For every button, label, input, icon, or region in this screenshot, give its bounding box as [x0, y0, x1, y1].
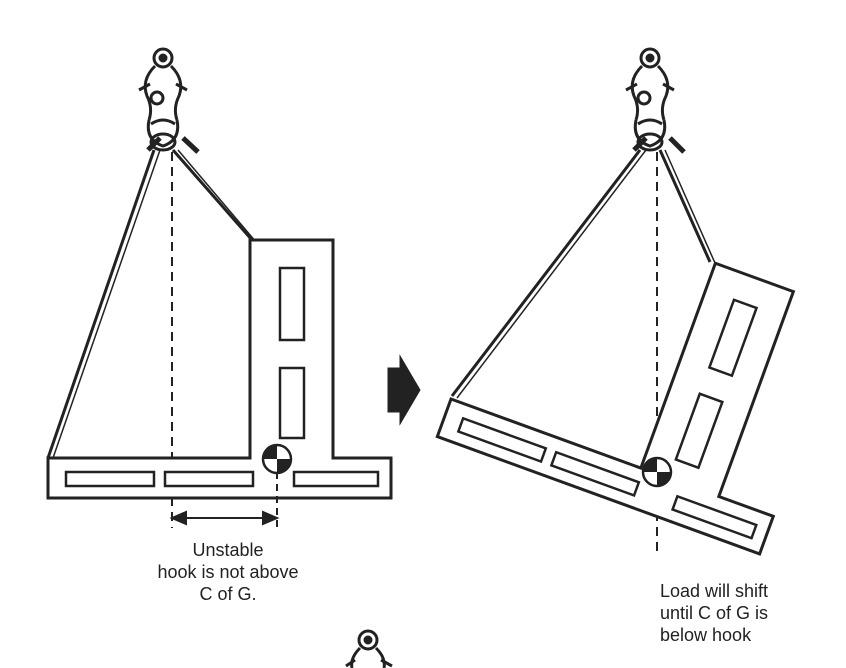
right-diagram — [435, 47, 796, 556]
partial-shackle-icon — [345, 629, 393, 668]
center-of-gravity-icon — [261, 443, 293, 475]
caption-line: below hook — [660, 625, 752, 645]
caption-line: hook is not above — [157, 562, 299, 582]
unstable-caption: Unstable hook is not above C of G. — [128, 539, 328, 605]
left-slings — [46, 136, 257, 459]
caption-line: C of G. — [199, 584, 257, 604]
right-load-slots — [456, 298, 759, 540]
left-load-slots — [64, 266, 380, 488]
caption-line: Load will shift — [660, 581, 769, 601]
shift-caption: Load will shift until C of G is below ho… — [660, 580, 840, 646]
right-load-outline — [435, 261, 796, 556]
arrow-right-icon — [387, 354, 421, 426]
left-diagram — [46, 47, 393, 528]
center-of-gravity-icon — [641, 456, 673, 488]
shackle-hook-icon — [624, 47, 676, 152]
shackle-hook-icon — [137, 47, 189, 152]
left-load-outline — [46, 238, 393, 500]
offset-dimension — [169, 510, 280, 526]
caption-line: Unstable — [192, 540, 264, 560]
right-slings — [450, 136, 716, 399]
right-load — [435, 261, 796, 556]
caption-line: until C of G is — [660, 603, 769, 623]
